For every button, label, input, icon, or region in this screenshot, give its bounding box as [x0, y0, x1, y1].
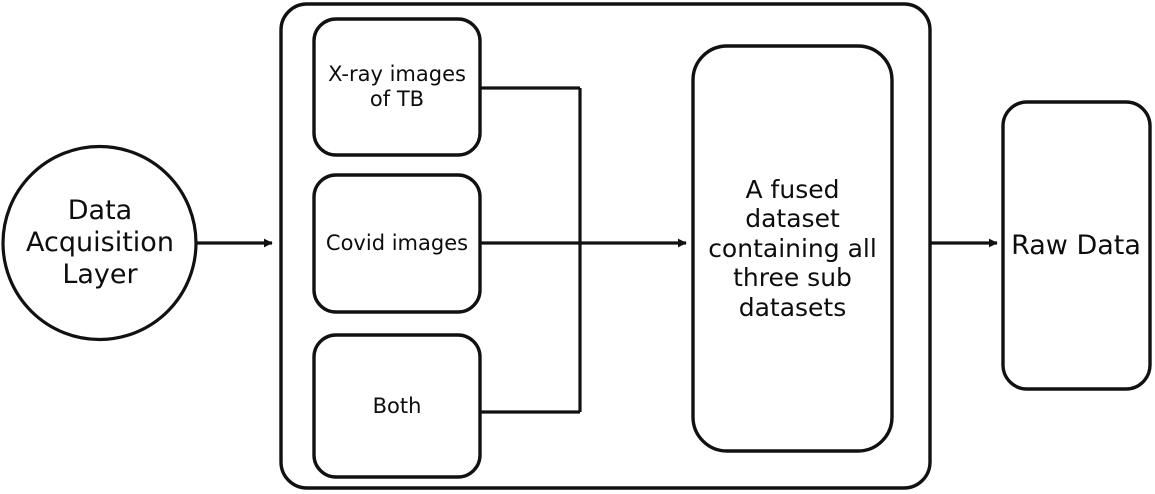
data-acquisition-layer-node	[1, 144, 198, 342]
xray-images-of-tb-node	[312, 17, 482, 157]
raw-data-node	[1001, 100, 1152, 391]
covid-images-node	[312, 173, 482, 314]
both-node	[312, 333, 482, 479]
fused-dataset-node	[691, 44, 894, 453]
